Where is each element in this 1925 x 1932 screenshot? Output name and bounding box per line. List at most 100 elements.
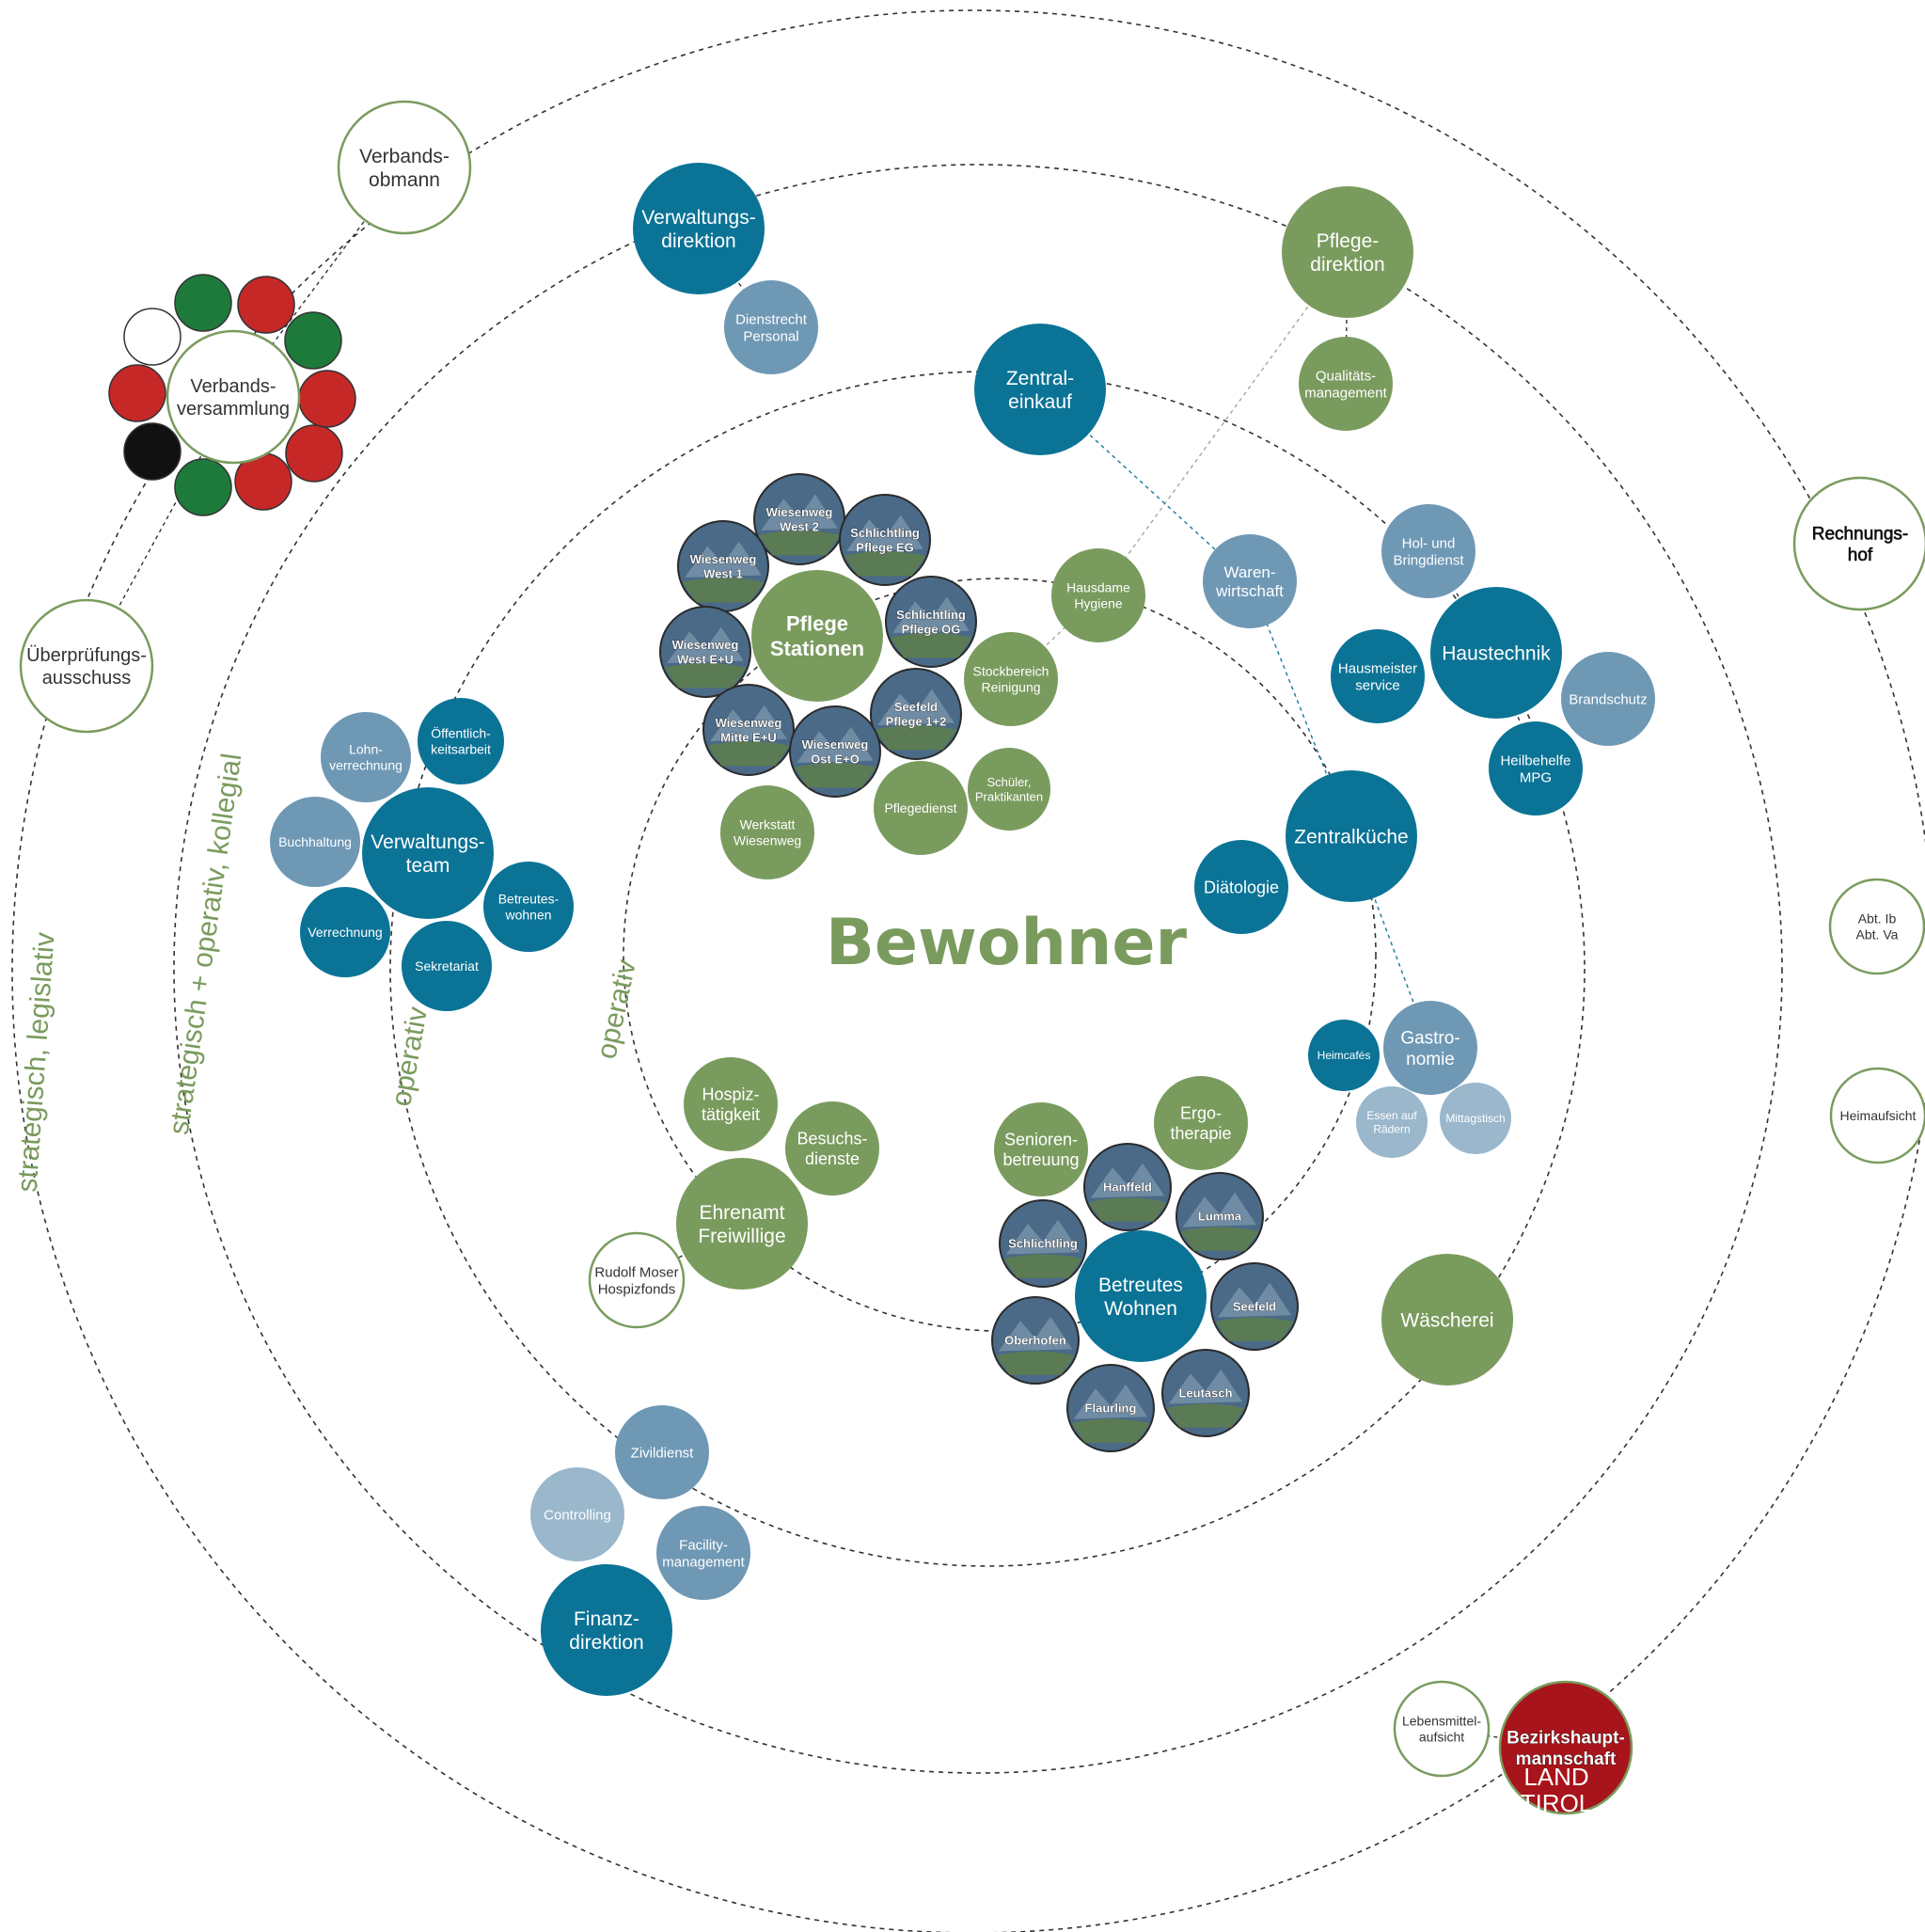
photo-mountain-icon	[710, 705, 787, 741]
photo-ground-icon	[758, 531, 841, 556]
node-circle	[656, 1506, 750, 1600]
node-label: Leutasch	[1178, 1386, 1232, 1401]
node-label: Freiwillige	[698, 1226, 785, 1247]
node-facility: Facility-management	[656, 1506, 750, 1600]
node-label: Ehrenamt	[699, 1202, 784, 1224]
node-circle	[720, 785, 814, 879]
node-lumma: Lumma	[1176, 1172, 1264, 1260]
node-heimcafes: Heimcafés	[1308, 1020, 1380, 1091]
node-label: Wohnen	[1104, 1298, 1177, 1320]
node-verbandsversammlung: Verbands-versammlung	[166, 329, 301, 465]
node-flaurling: Flaurling	[1066, 1364, 1155, 1452]
node-label: Schlichtling	[896, 608, 966, 622]
node-label: management	[662, 1554, 745, 1570]
node-label: Lebensmittel-	[1402, 1714, 1481, 1729]
photo-mountain-icon	[892, 596, 970, 633]
photo-ground-icon	[1180, 1227, 1259, 1251]
node-label: Heilbehelfe	[1500, 752, 1570, 768]
node-label: Gastro-	[1400, 1028, 1460, 1048]
node-circle	[483, 862, 574, 952]
node-label: Werkstatt	[740, 817, 796, 832]
node-qualitaetsmanagement: Qualitäts-management	[1299, 337, 1393, 431]
coat-of-arms-icon	[284, 311, 342, 370]
node-label: Senioren-	[1004, 1131, 1078, 1149]
node-label: West 2	[780, 519, 819, 533]
ring-inner	[623, 578, 1377, 1332]
node-pflegedienst: Pflegedienst	[874, 761, 968, 855]
coat-of-arms-icon	[123, 422, 181, 481]
node-warenwirtschaft: Waren-wirtschaft	[1203, 534, 1297, 628]
photo-ground-icon	[1071, 1418, 1150, 1443]
node-circle	[1331, 629, 1425, 723]
link-pflegedirektion-hausdame	[1097, 251, 1349, 596]
node-verwaltungsdirektion: Verwaltungs-direktion	[633, 163, 765, 294]
node-label: Zentral-	[1006, 368, 1074, 389]
node-label: Hanffeld	[1103, 1180, 1152, 1195]
photo-ground-icon	[996, 1351, 1075, 1375]
photo-mountain-icon	[1168, 1369, 1243, 1404]
node-label: ausschuss	[42, 668, 132, 689]
node-label: Lumma	[1198, 1210, 1242, 1224]
node-label: service	[1355, 677, 1400, 693]
photo-ground-icon	[1215, 1317, 1294, 1341]
node-label: Diätologie	[1204, 878, 1279, 896]
photo-ground-icon	[1166, 1403, 1245, 1428]
node-label: Facility-	[679, 1537, 728, 1553]
photo-ground-icon	[707, 741, 790, 767]
node-label: Abt. Va	[1856, 926, 1899, 942]
node-circle	[1051, 548, 1145, 642]
node-label: Heimaufsicht	[1840, 1108, 1917, 1123]
node-circle	[994, 1102, 1088, 1196]
node-label: Besuchs-	[797, 1130, 867, 1148]
node-verwaltungsteam: Verwaltungs-team	[362, 787, 494, 919]
node-label: team	[406, 855, 450, 877]
center-title: Bewohner	[826, 906, 1187, 980]
node-mittagstisch: Mittagstisch	[1440, 1083, 1511, 1154]
node-label: verrechnung	[329, 757, 402, 772]
node-label: mannschaft	[1516, 1750, 1617, 1769]
node-circle	[418, 698, 504, 784]
node-label: Schüler,	[987, 775, 1032, 789]
coat-of-arms-icon	[285, 424, 343, 483]
node-label: keitsarbeit	[431, 741, 491, 756]
node-label: Lohn-	[349, 742, 383, 757]
node-circle	[530, 1467, 624, 1561]
node-label: management	[1304, 385, 1387, 401]
node-circle	[964, 632, 1058, 726]
node-circle	[1792, 476, 1925, 611]
node-label: therapie	[1170, 1124, 1231, 1143]
node-schlichtling: Schlichtling	[999, 1199, 1087, 1288]
node-label: Reinigung	[981, 679, 1040, 694]
node-gastronomie: Gastro-nomie	[1383, 1001, 1477, 1095]
coat-of-arms-icon	[174, 458, 232, 516]
node-label: wohnen	[504, 907, 551, 922]
node-circle	[684, 1057, 778, 1151]
node-label: Pflegedienst	[884, 800, 956, 816]
node-label: Schlichtling	[850, 526, 920, 540]
node-label: Wiesenweg	[766, 505, 833, 519]
photo-mountain-icon	[761, 494, 838, 531]
node-ergotherapie: Ergo-therapie	[1154, 1076, 1248, 1170]
node-label: MPG	[1520, 769, 1552, 785]
coat-of-arms-icon	[298, 370, 356, 428]
node-label: Hausmeister	[1338, 660, 1417, 676]
ring-label-operativ-inner: operativ	[591, 957, 641, 1061]
node-besuchsdienste: Besuchs-dienste	[785, 1101, 879, 1196]
node-rechnungshof: Rechnungs-hof	[1792, 476, 1925, 611]
node-label: aufsicht	[1419, 1729, 1464, 1744]
node-label: Pflege-	[1317, 230, 1380, 252]
coat-of-arms-icon	[123, 308, 181, 366]
node-label: direktion	[569, 1632, 643, 1654]
node-label: Wiesenweg	[734, 832, 801, 847]
node-label: versammlung	[177, 399, 290, 420]
node-label: wirtschaft	[1215, 582, 1284, 600]
ring-label-strategisch-operativ: strategisch + operativ, kollegial	[164, 752, 248, 1136]
node-verbandsobmann: Verbands-obmann	[337, 100, 472, 235]
